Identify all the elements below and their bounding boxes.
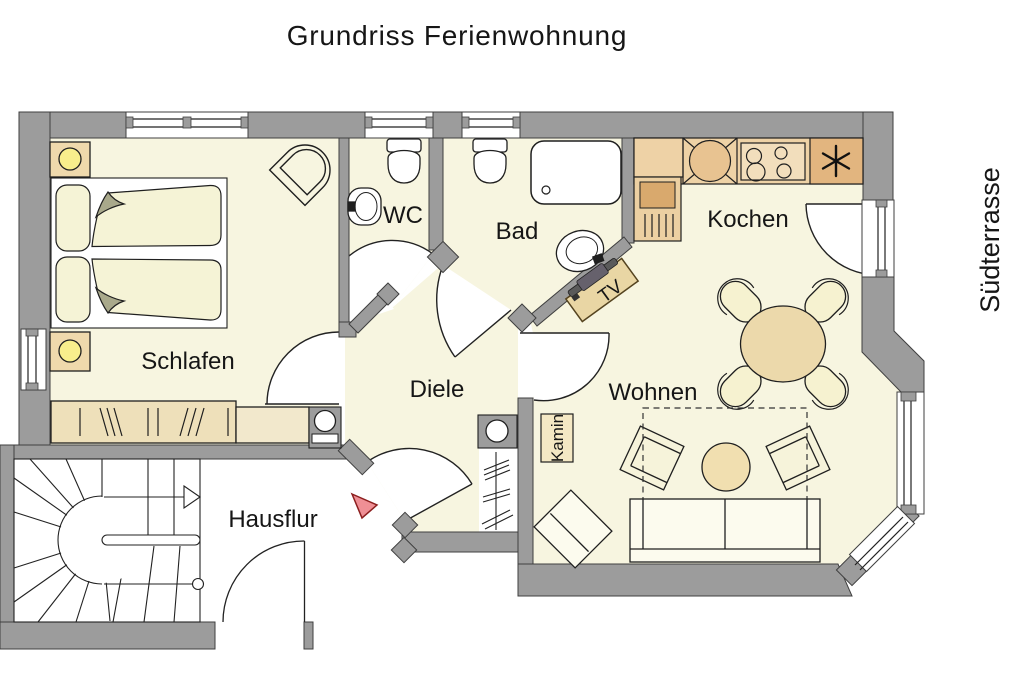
- svg-text:Diele: Diele: [410, 376, 465, 403]
- svg-text:Schlafen: Schlafen: [141, 348, 234, 375]
- svg-text:Grundriss Ferienwohnung: Grundriss Ferienwohnung: [287, 20, 628, 51]
- svg-text:WC: WC: [383, 202, 423, 229]
- svg-text:Kamin: Kamin: [548, 414, 567, 462]
- svg-text:Wohnen: Wohnen: [609, 379, 698, 406]
- svg-text:Bad: Bad: [496, 218, 539, 245]
- svg-text:Kochen: Kochen: [707, 206, 788, 233]
- svg-text:Südterrasse: Südterrasse: [975, 167, 1005, 313]
- svg-text:Hausflur: Hausflur: [228, 506, 317, 533]
